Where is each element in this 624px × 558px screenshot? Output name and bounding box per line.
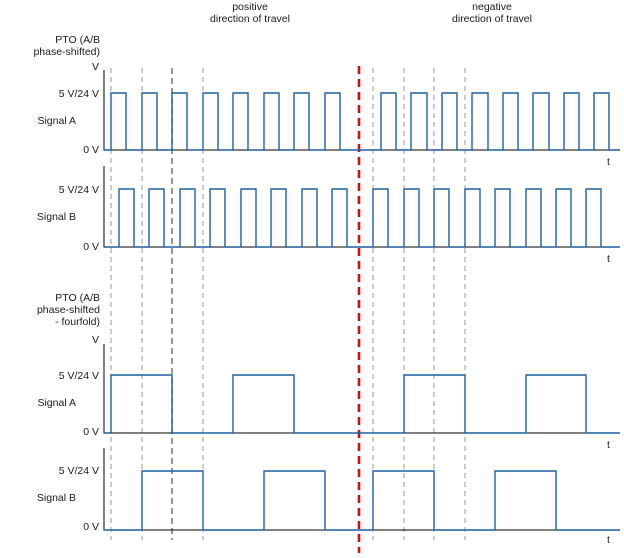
guide-lines	[110, 68, 466, 540]
section2-v-label: V	[92, 334, 99, 346]
positive-heading-line2: direction of travel	[210, 13, 290, 25]
section2-signal-b-label: Signal B	[37, 492, 76, 504]
section1-signal-a-label: Signal A	[37, 115, 76, 127]
section1-title-line1: PTO (A/B	[55, 34, 100, 46]
section1-b-low-label: 0 V	[83, 241, 99, 253]
positive-heading-line1: positive	[232, 1, 268, 13]
section2-a-axes	[103, 344, 620, 434]
section2-a-low-label: 0 V	[83, 426, 99, 438]
section1-b-t-label: t	[607, 253, 610, 265]
section2-b-axes	[103, 448, 620, 531]
section2-a-high-label: 5 V/24 V	[59, 370, 99, 382]
section1-a-t-label: t	[607, 156, 610, 168]
section1-v-label: V	[92, 61, 99, 73]
section1-b-high-label: 5 V/24 V	[59, 184, 99, 196]
section2-title-line2: phase-shifted	[37, 304, 100, 316]
section2-b-t-label: t	[607, 534, 610, 546]
section2-signal-a-label: Signal A	[37, 397, 76, 409]
section2-signal-a-waveform	[104, 374, 620, 434]
section1-a-high-label: 5 V/24 V	[59, 88, 99, 100]
section2-title-line3: - fourfold)	[55, 316, 100, 328]
section2-a-t-label: t	[607, 439, 610, 451]
section1-signal-b-waveform	[104, 188, 620, 248]
section1-a-axes	[103, 70, 620, 151]
section1-signal-b-label: Signal B	[37, 211, 76, 223]
section1-signal-a-waveform	[104, 92, 620, 151]
section2-title-line1: PTO (A/B	[55, 292, 100, 304]
section2-b-high-label: 5 V/24 V	[59, 465, 99, 477]
section2-signal-b-waveform	[104, 470, 620, 531]
section1-title-line2: phase-shifted)	[33, 46, 100, 58]
section2-b-low-label: 0 V	[83, 521, 99, 533]
section1-a-low-label: 0 V	[83, 144, 99, 156]
section1-b-axes	[103, 166, 620, 248]
negative-heading-line1: negative	[472, 1, 512, 13]
negative-heading-line2: direction of travel	[452, 13, 532, 25]
